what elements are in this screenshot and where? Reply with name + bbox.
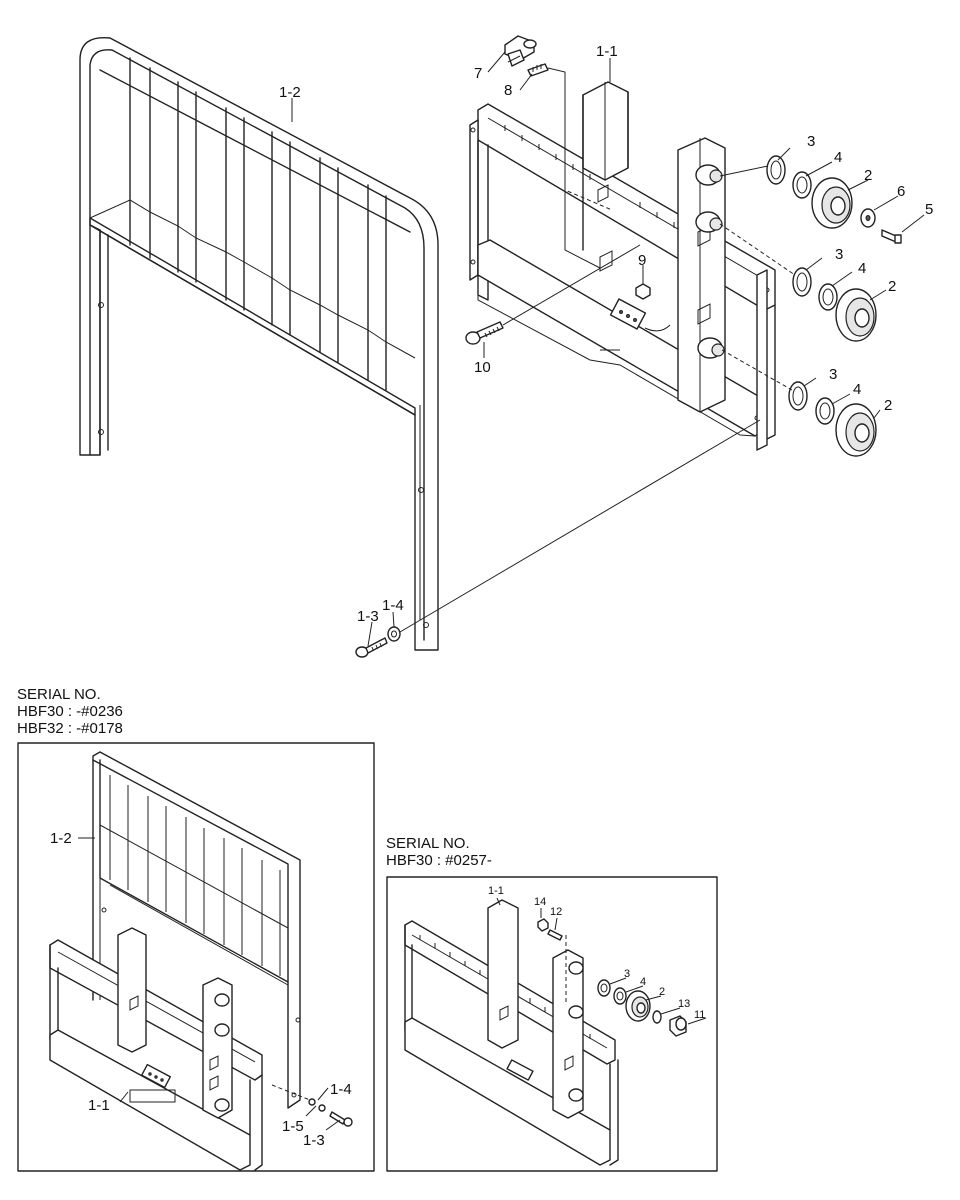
label-1-1-inset-right: 1-1	[488, 885, 504, 897]
label-4-bottom: 4	[853, 381, 861, 398]
label-3-bottom: 3	[829, 366, 837, 383]
rollers-top	[719, 155, 902, 244]
mount-bolt	[355, 637, 388, 658]
label-5: 5	[925, 201, 933, 218]
serial-right-line1: HBF30 : #0257-	[386, 852, 492, 869]
label-2-inset-right: 2	[659, 986, 665, 998]
part-labels: 1-2 1-1 7 8 3 4 2 6 5 3 4 2 9 10 3 4 2 1…	[50, 43, 933, 1149]
label-14: 14	[534, 896, 546, 908]
inset-right-leaders	[496, 897, 707, 1025]
label-8: 8	[504, 82, 512, 99]
label-1-4-main: 1-4	[382, 597, 404, 614]
label-3-inset-right: 3	[624, 968, 630, 980]
inset-right-frame	[386, 876, 718, 1172]
label-1-3-inset: 1-3	[303, 1132, 325, 1149]
label-1-1-main: 1-1	[596, 43, 618, 60]
serial-right-title: SERIAL NO.	[386, 835, 470, 852]
serial-note-right: SERIAL NO. HBF30 : #0257-	[386, 835, 492, 869]
inset-left-bolt	[271, 1084, 353, 1127]
label-2-mid: 2	[888, 278, 896, 295]
rollers-mid	[719, 223, 877, 342]
pin	[527, 63, 601, 269]
label-2-bottom: 2	[884, 397, 892, 414]
label-10: 10	[474, 359, 491, 376]
rollers-bottom	[721, 349, 877, 457]
label-12: 12	[550, 906, 562, 918]
inset-right-carriage	[404, 899, 619, 1166]
label-3-mid: 3	[835, 246, 843, 263]
load-backrest	[79, 36, 439, 651]
label-4-mid: 4	[858, 260, 866, 277]
serial-left-title: SERIAL NO.	[17, 686, 101, 703]
label-4-inset-right: 4	[640, 976, 646, 988]
bolt	[465, 244, 641, 345]
fork-carriage	[469, 81, 776, 451]
serial-left-line1: HBF30 : -#0236	[17, 703, 123, 720]
label-1-4-inset: 1-4	[330, 1081, 352, 1098]
label-13: 13	[678, 998, 690, 1010]
label-4-top: 4	[834, 149, 842, 166]
label-1-3-main: 1-3	[357, 608, 379, 625]
label-9: 9	[638, 252, 646, 269]
label-2-top: 2	[864, 167, 872, 184]
inset-left-leaders	[78, 837, 341, 1131]
mount-washer	[387, 626, 401, 642]
grease-nipple	[504, 35, 537, 67]
label-3-top: 3	[807, 133, 815, 150]
inset-left-carriage	[49, 927, 263, 1171]
roller-stud-top	[695, 164, 723, 186]
inset-left-backrest	[92, 751, 301, 1109]
leader-lines	[291, 51, 925, 647]
label-1-2-main: 1-2	[279, 84, 301, 101]
inset-left-frame	[17, 742, 375, 1172]
label-7: 7	[474, 65, 482, 82]
label-1-5-inset: 1-5	[282, 1118, 304, 1135]
inset-right-rollers	[537, 918, 687, 1037]
serial-left-line2: HBF32 : -#0178	[17, 720, 123, 737]
label-1-2-inset: 1-2	[50, 830, 72, 847]
serial-note-left: SERIAL NO. HBF30 : -#0236 HBF32 : -#0178	[17, 686, 123, 737]
roller-stud-mid	[695, 211, 723, 233]
label-11: 11	[694, 1009, 705, 1021]
label-6: 6	[897, 183, 905, 200]
roller-stud-bottom	[697, 337, 725, 359]
label-1-1-inset: 1-1	[88, 1097, 110, 1114]
